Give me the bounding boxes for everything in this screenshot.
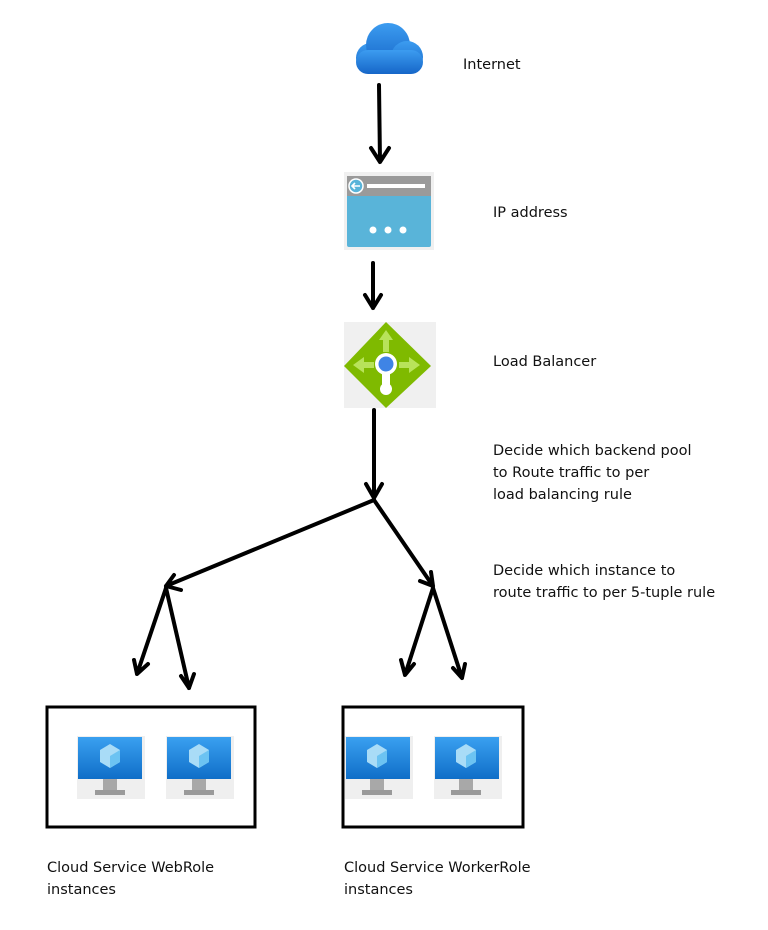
workerrole-pool-box — [341, 705, 525, 829]
arrow-internet-to-ip — [369, 83, 391, 164]
arrow-worker-instance-1 — [399, 586, 435, 677]
internet-label: Internet — [463, 57, 521, 73]
workerrole-caption: Cloud Service WorkerRole instances — [344, 860, 531, 898]
arrow-ip-to-lb — [363, 261, 383, 310]
load-balancer-label: Load Balancer — [493, 354, 597, 370]
webrole-caption: Cloud Service WebRole instances — [47, 860, 215, 898]
arrow-to-workerrole-pool — [372, 498, 435, 588]
webrole-pool-box — [45, 705, 257, 829]
cloud-icon — [356, 23, 423, 74]
instance-routing-note: Decide which instance to route traffic t… — [493, 563, 716, 601]
arrow-lb-to-split — [364, 408, 384, 500]
flow-arrows — [132, 83, 467, 690]
arrow-worker-instance-2 — [431, 586, 467, 680]
webrole-instance-1 — [77, 736, 145, 799]
workerrole-instance-1 — [345, 736, 413, 799]
load-balancer-icon — [344, 322, 436, 408]
arrow-webrole-instance-1 — [132, 586, 168, 676]
workerrole-instance-2 — [434, 736, 502, 799]
webrole-instance-2 — [166, 736, 234, 799]
backend-pool-note: Decide which backend pool to Route traff… — [493, 443, 692, 503]
arrow-webrole-instance-2 — [164, 586, 196, 690]
public-ip-icon — [344, 172, 434, 250]
ip-address-label: IP address — [493, 205, 568, 221]
arrow-to-webrole-pool — [164, 498, 376, 592]
